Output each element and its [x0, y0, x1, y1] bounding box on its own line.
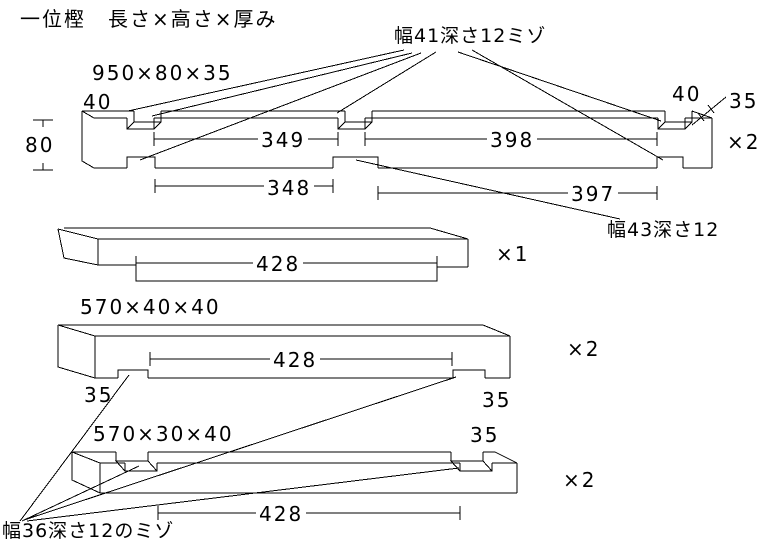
bar-570x30-dimension [157, 506, 461, 520]
bar570x40-right-offset-label: 35 [482, 388, 512, 412]
page-title: 一位樫 長さ×高さ×厚み [20, 7, 278, 31]
beam950-thickness-label: 35 [729, 89, 759, 113]
beam-950-top-grooves [126, 111, 693, 130]
groove-note-bottom-leader [355, 159, 621, 220]
bar570x30-right-offset-label: 35 [470, 423, 500, 447]
bar570x40-qty-label: ×2 [567, 337, 601, 361]
beam-950-outline [81, 110, 713, 169]
beam950-dim-397: 397 [568, 183, 619, 205]
groove-note-top: 幅41深さ12ミゾ [394, 25, 547, 47]
beam-950-bottom-notches [126, 156, 684, 168]
groove-note-36-leader-lines [19, 374, 460, 522]
bar570x40-dim-428: 428 [270, 349, 321, 371]
bar570x40-left-offset-label: 35 [84, 383, 114, 407]
board-428-outline [57, 227, 469, 282]
bar570x30-dim-428: 428 [256, 503, 307, 525]
beam950-dim-349: 349 [258, 129, 309, 151]
board428-qty-label: ×1 [496, 242, 530, 266]
beam950-qty-label: ×2 [727, 130, 761, 154]
beam950-height-label: 80 [25, 133, 55, 157]
beam950-size-label: 950×80×35 [92, 61, 233, 85]
bar570x30-size-label: 570×30×40 [93, 422, 234, 446]
bar570x40-size-label: 570×40×40 [80, 295, 221, 319]
beam950-dim-398: 398 [487, 129, 538, 151]
beam950-dim-348: 348 [264, 177, 315, 199]
beam950-left-offset-label: 40 [83, 90, 113, 114]
bar-570x40-outline [57, 324, 511, 379]
beam950-right-offset-label: 40 [672, 82, 702, 106]
groove-note-36: 幅36深さ12のミゾ [2, 520, 175, 542]
board428-dim-428: 428 [253, 253, 304, 275]
bar-570x30-outline [71, 451, 518, 494]
beam-950-leader-lines [127, 49, 664, 220]
bar570x30-qty-label: ×2 [563, 468, 597, 492]
beam-950-dimension-lines [33, 96, 727, 200]
groove-note-bottom: 幅43深さ12 [607, 219, 720, 241]
